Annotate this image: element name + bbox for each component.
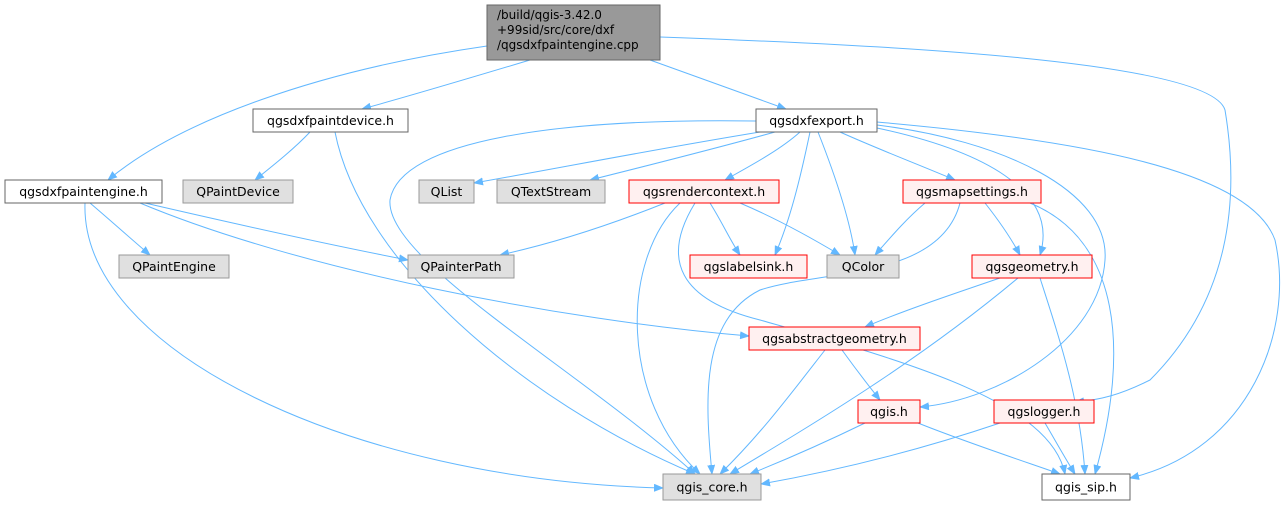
node-root[interactable]: /build/qgis-3.42.0+99sid/src/core/dxf/qg…	[486, 4, 661, 61]
edge-qgsdxfpaintengine-h-to-qpaintengine	[89, 202, 151, 256]
edge-qgsmapsettings-h-to-qgis-core-h	[707, 202, 961, 475]
node-qpaintengine[interactable]: QPaintEngine	[118, 254, 230, 279]
node-box	[1041, 473, 1131, 501]
edge-qgis-h-to-qgis-core-h	[749, 422, 866, 475]
edge-qgsgeometry-h-to-qgis-sip-h	[1039, 277, 1089, 475]
edge-qgsdxfexport-h-to-qgis-h	[876, 124, 1106, 411]
node-box	[689, 254, 808, 279]
edge-qgsabstractgeometry-h-to-qgis-core-h	[719, 349, 826, 475]
edge-qgsdxfpaintengine-h-to-qgsabstractgeometry-h	[139, 202, 750, 340]
node-box	[628, 179, 780, 204]
edge-qgsrendercontext-h-to-qcolor	[739, 202, 841, 256]
edge-qgsmapsettings-h-to-qgsgeometry-h	[984, 202, 1021, 256]
node-box	[826, 254, 900, 279]
edge-root-to-qgsdxfpaintdevice-h	[361, 59, 531, 111]
node-qlist[interactable]: QList	[418, 179, 475, 204]
edge-qgsrendercontext-h-to-qgslabelsink-h	[709, 202, 741, 256]
edge-root-to-qgsdxfpaintengine-h	[107, 45, 488, 181]
node-label: QPaintDevice	[196, 184, 280, 199]
edge-qgsdxfpaintengine-h-to-qpainterpath	[144, 202, 409, 263]
edge-qgsdxfpaintengine-h-to-qgis-core-h	[84, 202, 664, 492]
node-label: qgsabstractgeometry.h	[762, 331, 907, 346]
node-label: QList	[431, 184, 463, 199]
edge-qgsmapsettings-h-to-qcolor	[874, 202, 926, 256]
node-qpaintdevice[interactable]: QPaintDevice	[182, 179, 294, 204]
node-label: qgsmapsettings.h	[916, 184, 1028, 199]
node-label-line: /build/qgis-3.42.0	[497, 8, 602, 22]
node-label: qgis_core.h	[676, 480, 747, 495]
node-label: qgsrendercontext.h	[643, 184, 765, 199]
edge-qgslogger-h-to-qgis-core-h	[760, 422, 1001, 487]
node-qgsgeometry-h[interactable]: qgsgeometry.h	[971, 254, 1093, 279]
node-qgsmapsettings-h[interactable]: qgsmapsettings.h	[902, 179, 1042, 204]
node-box	[496, 179, 606, 204]
node-box	[252, 108, 409, 133]
node-box	[755, 108, 878, 133]
edge-qgis-h-to-qgis-sip-h	[917, 422, 1061, 475]
node-box	[902, 179, 1042, 204]
edge-root-to-qgsdxfexport-h	[649, 59, 787, 110]
node-box	[418, 179, 475, 204]
node-label-line: /qgsdxfpaintengine.cpp	[497, 38, 639, 52]
edge-qgsdxfexport-h-to-qtextstream	[589, 131, 776, 182]
node-label: QColor	[842, 259, 885, 274]
edge-qgsabstractgeometry-h-to-qgis-h	[841, 349, 881, 401]
node-qgis-core-h[interactable]: qgis_core.h	[662, 473, 762, 501]
node-label: qgslogger.h	[1008, 404, 1081, 419]
edge-qgsmapsettings-h-to-qgis-sip-h	[1029, 202, 1115, 475]
node-qtextstream[interactable]: QTextStream	[496, 179, 606, 204]
node-qgsdxfpaintengine-h[interactable]: qgsdxfpaintengine.h	[4, 179, 163, 204]
node-qcolor[interactable]: QColor	[826, 254, 900, 279]
node-label: qgsdxfexport.h	[769, 113, 864, 128]
node-label: QPainterPath	[420, 259, 501, 274]
node-qgis-h[interactable]: qgis.h	[857, 399, 921, 424]
edge-qgsdxfexport-h-to-qcolor	[817, 131, 858, 256]
node-box	[971, 254, 1093, 279]
node-box	[4, 179, 163, 204]
edge-root-to-qgslogger-h	[659, 36, 1232, 406]
node-label-line: +99sid/src/core/dxf	[497, 23, 615, 37]
node-qgis-sip-h[interactable]: qgis_sip.h	[1041, 473, 1131, 501]
node-box	[118, 254, 230, 279]
node-label: qgslabelsink.h	[704, 259, 794, 274]
node-label: QTextStream	[511, 184, 591, 199]
edge-qgslogger-h-to-qgis-sip-h	[1044, 422, 1076, 475]
node-box	[662, 473, 762, 501]
edge-qgsdxfexport-h-to-qgis-core-h	[389, 120, 757, 475]
edge-qgsdxfexport-h-to-qgsrendercontext-h	[724, 131, 801, 181]
edge-qgsrendercontext-h-to-qgis-core-h	[636, 202, 701, 475]
node-box	[748, 326, 921, 351]
edge-qgsgeometry-h-to-qgis-core-h	[729, 277, 1019, 475]
node-box	[857, 399, 921, 424]
node-qgsdxfpaintdevice-h[interactable]: qgsdxfpaintdevice.h	[252, 108, 409, 133]
node-box	[993, 399, 1095, 424]
node-label: QPaintEngine	[132, 259, 216, 274]
node-box	[486, 4, 661, 61]
node-qpainterpath[interactable]: QPainterPath	[407, 254, 515, 279]
edge-qgsdxfexport-h-to-qgsgeometry-h	[876, 127, 1047, 256]
edge-qgsgeometry-h-to-qgsabstractgeometry-h	[864, 277, 1001, 328]
edge-qgsdxfexport-h-to-qlist	[473, 131, 761, 186]
node-qgslabelsink-h[interactable]: qgslabelsink.h	[689, 254, 808, 279]
edge-qgsdxfexport-h-to-qgslabelsink-h	[774, 131, 811, 256]
node-label: qgsdxfpaintengine.h	[19, 184, 148, 199]
node-qgslogger-h[interactable]: qgslogger.h	[993, 399, 1095, 424]
node-qgsrendercontext-h[interactable]: qgsrendercontext.h	[628, 179, 780, 204]
node-qgsdxfexport-h[interactable]: qgsdxfexport.h	[755, 108, 878, 133]
node-label: qgis_sip.h	[1055, 480, 1117, 495]
edge-qgsdxfpaintdevice-h-to-qgis-core-h	[334, 131, 696, 475]
edge-qgsrendercontext-h-to-qpainterpath	[499, 202, 666, 257]
edge-qgsdxfexport-h-to-qgis-sip-h	[876, 121, 1281, 480]
node-label: qgis.h	[870, 404, 908, 419]
edge-qgsdxfexport-h-to-qgsmapsettings-h	[839, 131, 956, 181]
edge-qgsdxfpaintdevice-h-to-qpaintdevice	[254, 131, 311, 181]
node-box	[182, 179, 294, 204]
node-label: qgsgeometry.h	[985, 259, 1078, 274]
node-qgsabstractgeometry-h[interactable]: qgsabstractgeometry.h	[748, 326, 921, 351]
node-box	[407, 254, 515, 279]
node-label: qgsdxfpaintdevice.h	[267, 113, 394, 128]
